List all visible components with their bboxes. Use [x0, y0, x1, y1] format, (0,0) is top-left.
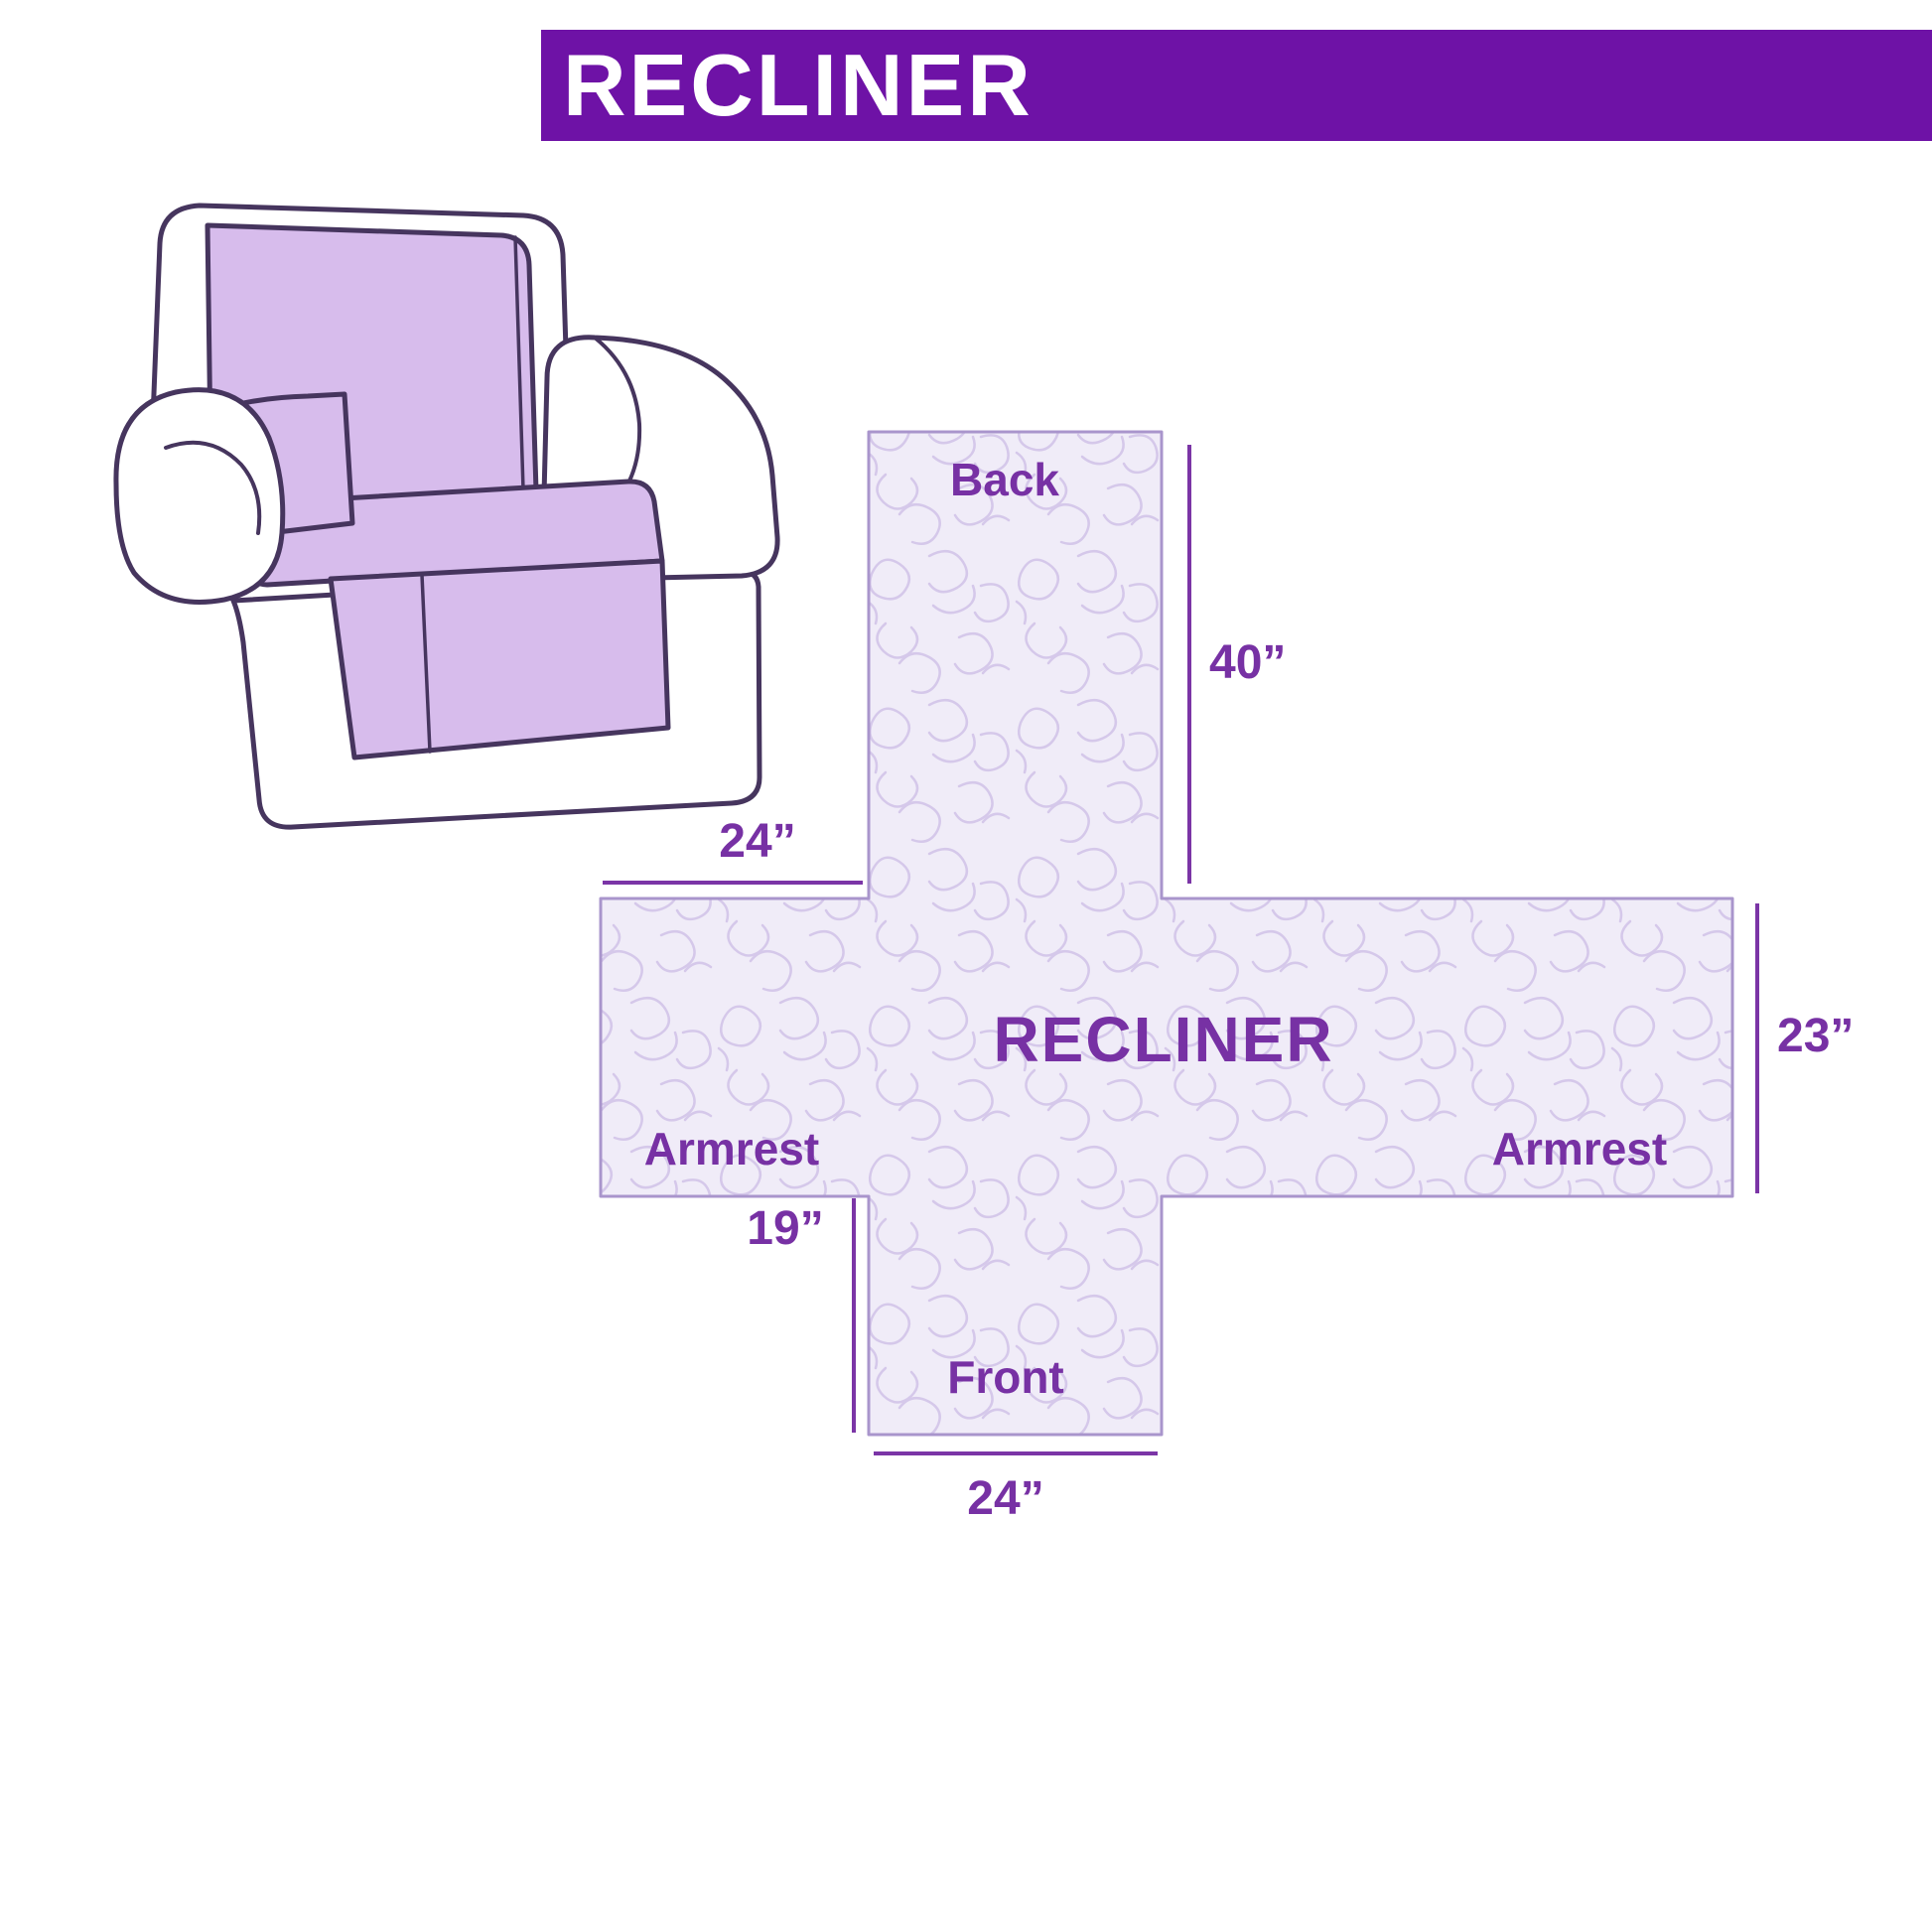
header-banner: RECLINER — [541, 30, 1932, 141]
recliner-chair-illustration — [113, 203, 780, 830]
back-label: Back — [950, 454, 1059, 505]
dimension-line-armrest-top-width — [603, 881, 863, 885]
dimension-line-front-width — [874, 1451, 1158, 1455]
cover-cross-shape — [599, 430, 1734, 1437]
front-label: Front — [947, 1351, 1064, 1403]
dimension-front-width: 24” — [967, 1472, 1044, 1525]
dimension-line-back-height — [1187, 445, 1191, 884]
armrest-left-label: Armrest — [643, 1123, 820, 1174]
dimension-side-depth: 23” — [1777, 1010, 1855, 1062]
cover-layout-diagram — [599, 430, 1734, 1437]
page-title: RECLINER — [563, 36, 1034, 134]
dimension-front-flap-height: 19” — [747, 1202, 824, 1255]
dimension-armrest-top-width: 24” — [719, 815, 796, 868]
dimension-back-height: 40” — [1209, 636, 1287, 689]
center-recliner-label: RECLINER — [993, 1004, 1334, 1075]
armrest-right-label: Armrest — [1491, 1123, 1668, 1174]
dimension-line-side-depth — [1755, 903, 1759, 1193]
dimension-line-front-flap-height — [852, 1198, 856, 1433]
